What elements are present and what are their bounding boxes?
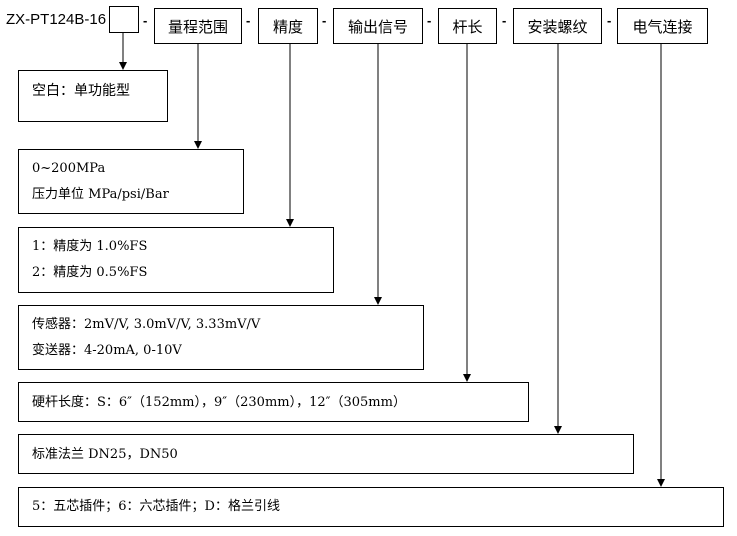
separator-dash: -: [143, 13, 148, 28]
accuracy-option-line: 1：精度为 1.0%FS: [32, 239, 148, 254]
range-option-line: 压力单位 MPa/psi/Bar: [32, 187, 169, 202]
accuracy-options-box: 1：精度为 1.0%FS 2：精度为 0.5%FS: [18, 227, 334, 293]
field-output-header: 输出信号: [333, 8, 423, 44]
separator-dash: -: [322, 13, 327, 28]
output-options-box: 传感器：2mV/V, 3.0mV/V, 3.33mV/V 变送器：4-20mA,…: [18, 305, 424, 370]
range-options-box: 0~200MPa 压力单位 MPa/psi/Bar: [18, 149, 244, 214]
field-accuracy-header: 精度: [258, 8, 318, 44]
function-options-box: 空白：单功能型: [18, 70, 168, 122]
electrical-options-box: 5：五芯插件；6：六芯插件；D：格兰引线: [18, 487, 724, 527]
thread-options-box: 标准法兰 DN25，DN50: [18, 434, 634, 474]
output-option-line: 变送器：4-20mA, 0-10V: [32, 343, 182, 358]
rod-option-line: 硬杆长度：S：6″（152mm），9″（230mm），12″（305mm）: [32, 395, 406, 410]
function-code-slot: [109, 6, 139, 33]
function-option-line: 空白：单功能型: [32, 83, 130, 99]
field-thread-header: 安装螺纹: [513, 8, 602, 44]
output-option-line: 传感器：2mV/V, 3.0mV/V, 3.33mV/V: [32, 317, 261, 332]
field-electrical-header: 电气连接: [617, 8, 708, 44]
accuracy-option-line: 2：精度为 0.5%FS: [32, 265, 148, 280]
thread-option-line: 标准法兰 DN25，DN50: [32, 447, 178, 462]
separator-dash: -: [246, 13, 251, 28]
rod-options-box: 硬杆长度：S：6″（152mm），9″（230mm），12″（305mm）: [18, 382, 529, 422]
separator-dash: -: [427, 13, 432, 28]
electrical-option-line: 5：五芯插件；6：六芯插件；D：格兰引线: [32, 499, 280, 514]
range-option-line: 0~200MPa: [32, 161, 106, 176]
field-rod-header: 杆长: [438, 8, 497, 44]
model-code: ZX-PT124B-16: [6, 11, 107, 28]
field-range-header: 量程范围: [154, 8, 242, 44]
separator-dash: -: [502, 13, 507, 28]
separator-dash: -: [607, 13, 612, 28]
